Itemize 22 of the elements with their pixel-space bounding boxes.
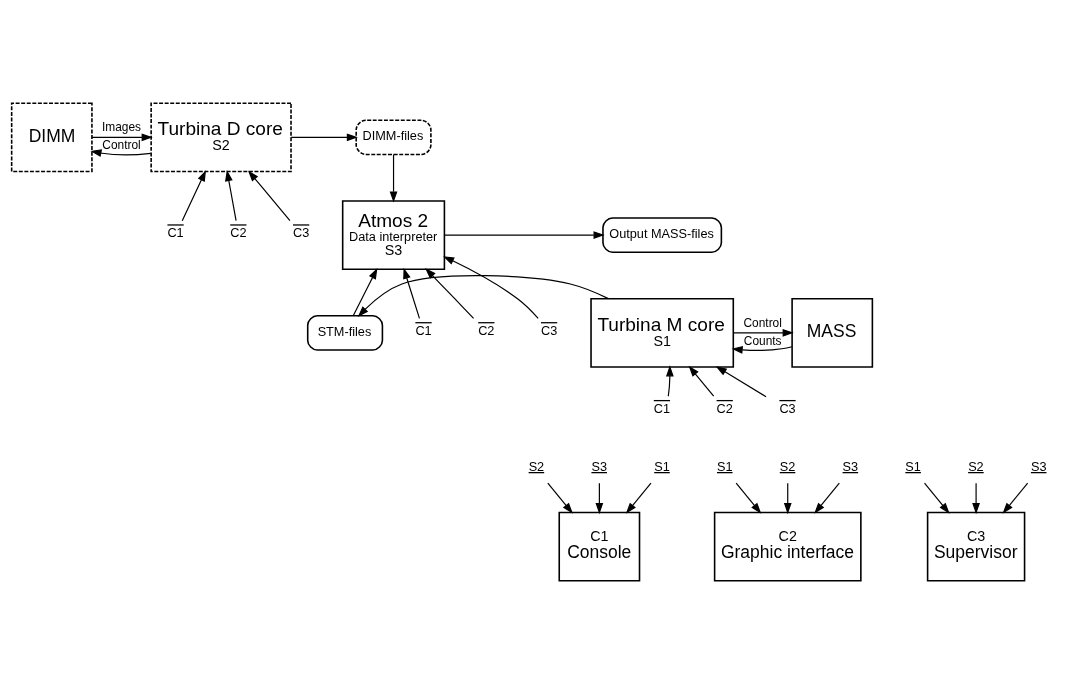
node-text: C3 bbox=[293, 225, 310, 241]
node-text: C1 bbox=[415, 323, 432, 339]
edge-label: Control bbox=[102, 138, 141, 153]
node-text: C3 bbox=[540, 323, 558, 339]
node-text: S3 bbox=[1030, 458, 1047, 474]
node-text: S3 bbox=[842, 458, 859, 474]
node-text: S2 bbox=[779, 458, 796, 474]
edge-label: Images bbox=[102, 120, 142, 134]
node-text: C2 bbox=[716, 400, 733, 416]
node-text: C2 bbox=[478, 323, 495, 339]
node-text: C3 bbox=[779, 400, 796, 416]
node-text: S1 bbox=[717, 458, 733, 474]
node-text: S3 bbox=[591, 458, 607, 474]
node-text: C2 bbox=[230, 225, 247, 241]
node-text: C1 bbox=[653, 400, 671, 416]
edge-label: Control bbox=[743, 315, 782, 330]
node-text: S1 bbox=[905, 458, 921, 474]
node-text: S1 bbox=[654, 458, 670, 474]
node-text: S2 bbox=[528, 458, 545, 474]
node-text: S2 bbox=[968, 458, 984, 474]
node-text: C1 bbox=[167, 225, 184, 241]
edge-label: Counts bbox=[743, 333, 782, 348]
